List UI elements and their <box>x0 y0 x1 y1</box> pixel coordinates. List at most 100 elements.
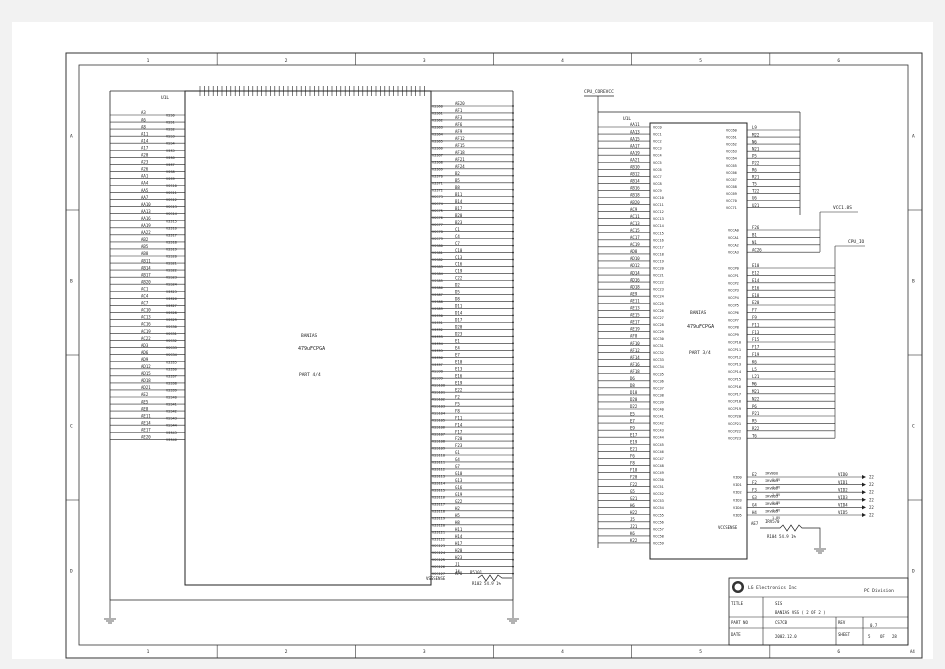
sense-pin: VCCSENSE <box>718 525 738 530</box>
ground-symbol-sense <box>814 548 826 554</box>
vccp-pin-name: VCCP8 <box>728 326 739 330</box>
junction-dot <box>512 265 514 268</box>
left-pin-net: A17 <box>141 145 149 150</box>
right-pin-name: VSS93 <box>432 335 443 339</box>
right-pin-net: B5 <box>455 178 460 183</box>
right-pin-net: AF18 <box>455 150 465 155</box>
right-ref: U1L <box>623 116 631 122</box>
vcc-pin-net: AF8 <box>630 334 638 339</box>
vccp-pin-name: VCCP21 <box>728 422 741 426</box>
right-pin-net: C10 <box>455 248 463 253</box>
left-pin-net: AA16 <box>141 216 151 221</box>
vccp-pin-name: VCCP16 <box>728 385 741 389</box>
junction-dot <box>512 321 514 324</box>
left-pin-net: AA22 <box>141 230 151 235</box>
right-pin-name: VSS70 <box>432 174 443 178</box>
junction-dot <box>512 419 514 421</box>
right-pin-net: E22 <box>455 387 463 392</box>
right-pin-name: VSS69 <box>432 167 443 171</box>
right-pin-name: VSS113 <box>432 474 445 478</box>
left-pin-net: AD3 <box>141 343 149 348</box>
right-pin-name: VSS99 <box>432 377 443 381</box>
vcc-top-pin-name: VCC66 <box>726 171 737 175</box>
right-pin-net: F17 <box>455 429 463 434</box>
junction-dot <box>512 153 514 156</box>
junction-dot <box>512 440 514 442</box>
vccp-pin-net: R5 <box>752 419 757 424</box>
vid-res-ref: IRVBO2 <box>765 487 778 491</box>
vcc-pin-net: AF16 <box>630 362 640 367</box>
vcc-pin-name: VCC25 <box>653 302 664 306</box>
vcc-pin-net: AD10 <box>630 256 640 261</box>
title-block: LG Electronics Inc PC Division TITLE SIS… <box>728 577 909 646</box>
left-pin-net: AE14 <box>141 420 151 425</box>
vccp-pin-net: E20 <box>752 300 760 305</box>
left-pin-net: AC13 <box>141 315 151 320</box>
off-page-arrow-icon <box>862 505 866 510</box>
rev-value: 0.7 <box>870 623 878 628</box>
title-block-frame <box>728 577 909 646</box>
vid-res-val: 1.8V <box>772 493 780 497</box>
part-label: PART NO <box>731 620 748 625</box>
right-pin-name: VSS67 <box>432 153 443 157</box>
right-pin-name: VSS82 <box>432 258 443 262</box>
left-pin-name: VSS40 <box>166 396 177 400</box>
vcc-pin-name: VCC59 <box>653 541 664 545</box>
junction-dot <box>512 307 514 310</box>
junction-dot <box>512 279 514 282</box>
vcc-top-pin-net: R6 <box>752 168 757 173</box>
right-chip-name: BANIAS <box>690 310 707 316</box>
right-pin-name: VSS94 <box>432 342 443 346</box>
junction-dot <box>512 489 514 491</box>
junction-dot <box>512 209 514 212</box>
right-pin-name: VSS106 <box>432 426 445 430</box>
vcc-pin-name: VCC36 <box>653 379 664 383</box>
left-pin-net: A11 <box>141 131 149 136</box>
vcc-pin-net: AA15 <box>630 136 640 141</box>
junction-dot <box>512 258 514 261</box>
junction-dot <box>512 454 514 456</box>
vcc-pin-name: VCC50 <box>653 478 664 482</box>
vcc-pin-name: VCC41 <box>653 415 664 419</box>
junction-dot <box>512 342 514 345</box>
right-pin-net: F23 <box>455 443 463 448</box>
vcc-pin-name: VCC7 <box>653 175 662 179</box>
junction-dot <box>512 447 514 449</box>
vcc-pin-net: D22 <box>630 404 638 409</box>
left-pin-net: AB5 <box>141 244 149 249</box>
vccp-pin-net: E18 <box>752 293 760 298</box>
vccp-pin-name: VCCP18 <box>728 400 741 404</box>
vcc-pin-name: VCC42 <box>653 422 664 426</box>
left-pin-net: AD18 <box>141 378 151 383</box>
vcc-top-pin-net: T22 <box>752 189 760 194</box>
right-pin-name: VSS96 <box>432 356 443 360</box>
right-pin-name: VSS65 <box>432 139 443 143</box>
left-pin-name: VSS42 <box>166 410 177 414</box>
off-page-arrow-icon <box>862 482 866 487</box>
right-pin-net: G4 <box>455 457 460 462</box>
junction-dot <box>512 119 514 121</box>
left-pin-name: VSS26 <box>166 297 177 301</box>
zone-col-top: 1 <box>147 58 150 64</box>
vcc-pin-name: VCC26 <box>653 309 664 313</box>
vcc-pin-name: VCC43 <box>653 429 664 433</box>
vccp-pin-net: M6 <box>752 382 757 387</box>
right-pin-net: AF15 <box>455 143 465 148</box>
junction-dot <box>512 328 514 331</box>
date-label: DATE <box>731 632 741 637</box>
sheet-size: A4 <box>910 649 915 654</box>
junction-dot <box>512 356 514 359</box>
vid-out-net: VID1 <box>838 480 848 485</box>
outer-frame <box>65 52 923 659</box>
left-pin-name: VSS15 <box>166 219 177 223</box>
vcc-pin-net: AD8 <box>630 249 638 254</box>
right-pin-name: VSS68 <box>432 160 443 164</box>
left-pin-net: AE17 <box>141 427 151 432</box>
left-pin-net: AC16 <box>141 322 151 327</box>
vid-pin-name: VID2 <box>733 491 742 495</box>
vcc-pin-net: F8 <box>630 461 635 466</box>
right-pin-net: H8 <box>455 520 460 525</box>
right-pin-name: VSS105 <box>432 419 445 423</box>
left-pin-name: VSS34 <box>166 353 177 357</box>
vccp-pin-name: VCCP10 <box>728 341 741 345</box>
